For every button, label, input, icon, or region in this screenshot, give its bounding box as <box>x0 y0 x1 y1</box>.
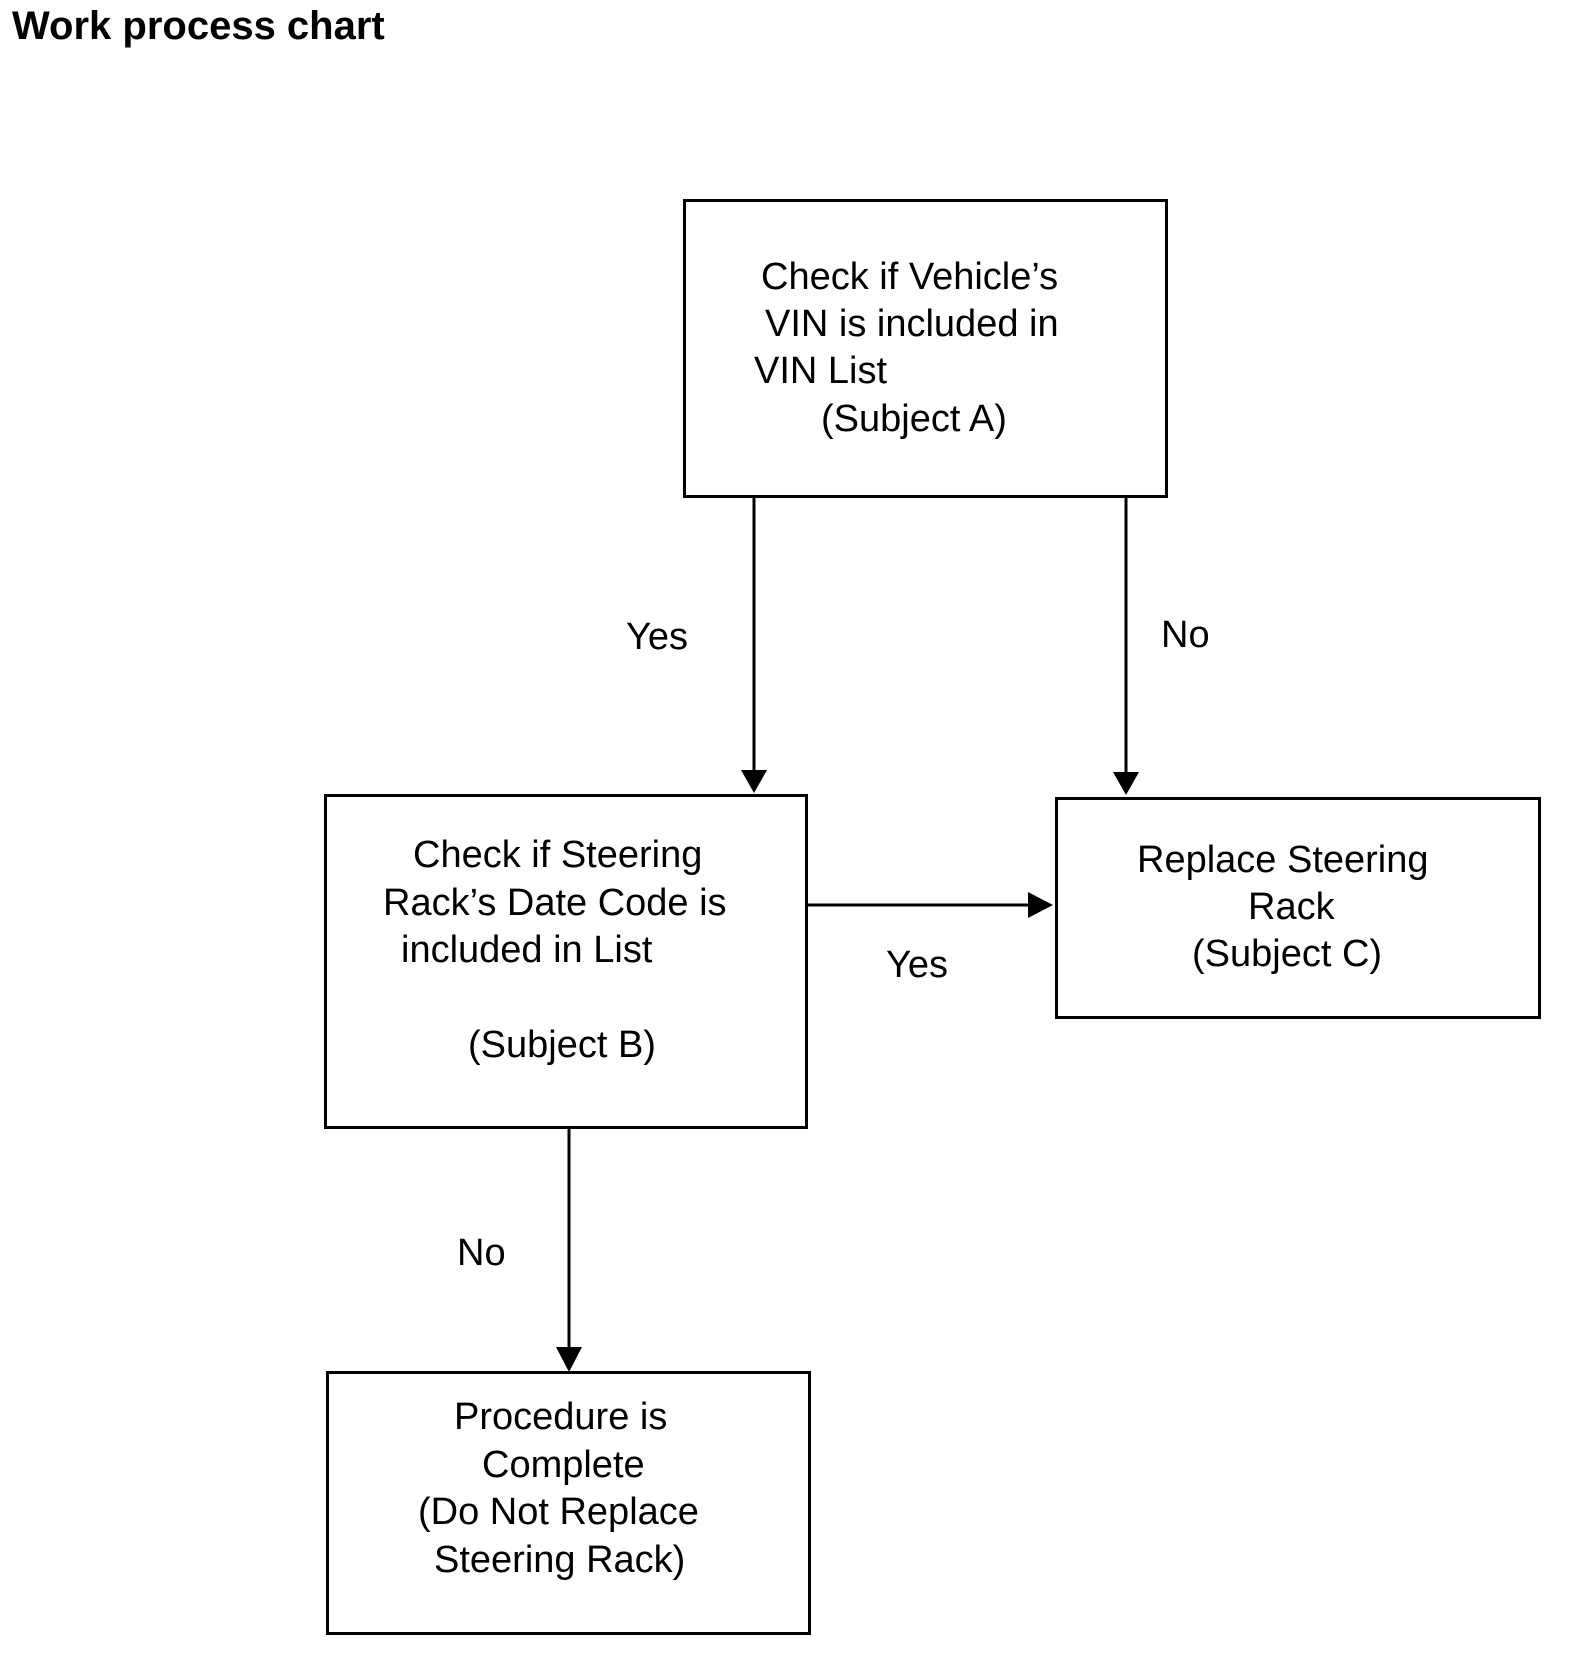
procedure-complete-line: Complete <box>482 1444 645 1486</box>
subject-a-line: (Subject A) <box>821 398 1007 440</box>
subject-c-line: (Subject C) <box>1192 933 1383 975</box>
subject-c-line: Replace Steering <box>1137 839 1429 881</box>
subject-a-line: VIN is included in <box>765 303 1059 345</box>
edge-label-a-to-b: Yes <box>626 616 688 658</box>
edge-a-to-b-arrowhead <box>741 770 767 793</box>
edge-label-a-to-c: No <box>1161 614 1210 656</box>
subject-a-line: VIN List <box>754 350 888 392</box>
subject-a-box: Check if Vehicle’s VIN is included in VI… <box>683 199 1168 498</box>
subject-b-line: Rack’s Date Code is <box>383 882 727 924</box>
subject-b-line: (Subject B) <box>468 1024 656 1066</box>
procedure-complete-line: Steering Rack) <box>434 1539 686 1581</box>
subject-c-box: Replace Steering Rack (Subject C) <box>1055 797 1541 1019</box>
subject-b-box: Check if Steering Rack’s Date Code is in… <box>324 794 808 1129</box>
edge-b-to-c-arrowhead <box>1028 892 1053 918</box>
edge-label-b-to-complete: No <box>457 1232 506 1274</box>
procedure-complete-box: Procedure is Complete (Do Not Replace St… <box>326 1371 811 1635</box>
edge-a-to-c-arrowhead <box>1113 772 1139 795</box>
procedure-complete-line: (Do Not Replace <box>418 1491 699 1533</box>
subject-b-line: Check if Steering <box>413 834 703 876</box>
subject-b-line: included in List <box>401 929 653 971</box>
edge-label-b-to-c: Yes <box>886 944 948 986</box>
edge-b-to-complete-arrowhead <box>556 1347 582 1372</box>
page-title: Work process chart <box>12 4 385 48</box>
subject-c-line: Rack <box>1248 886 1335 928</box>
subject-a-line: Check if Vehicle’s <box>761 256 1059 298</box>
procedure-complete-line: Procedure is <box>454 1396 668 1438</box>
